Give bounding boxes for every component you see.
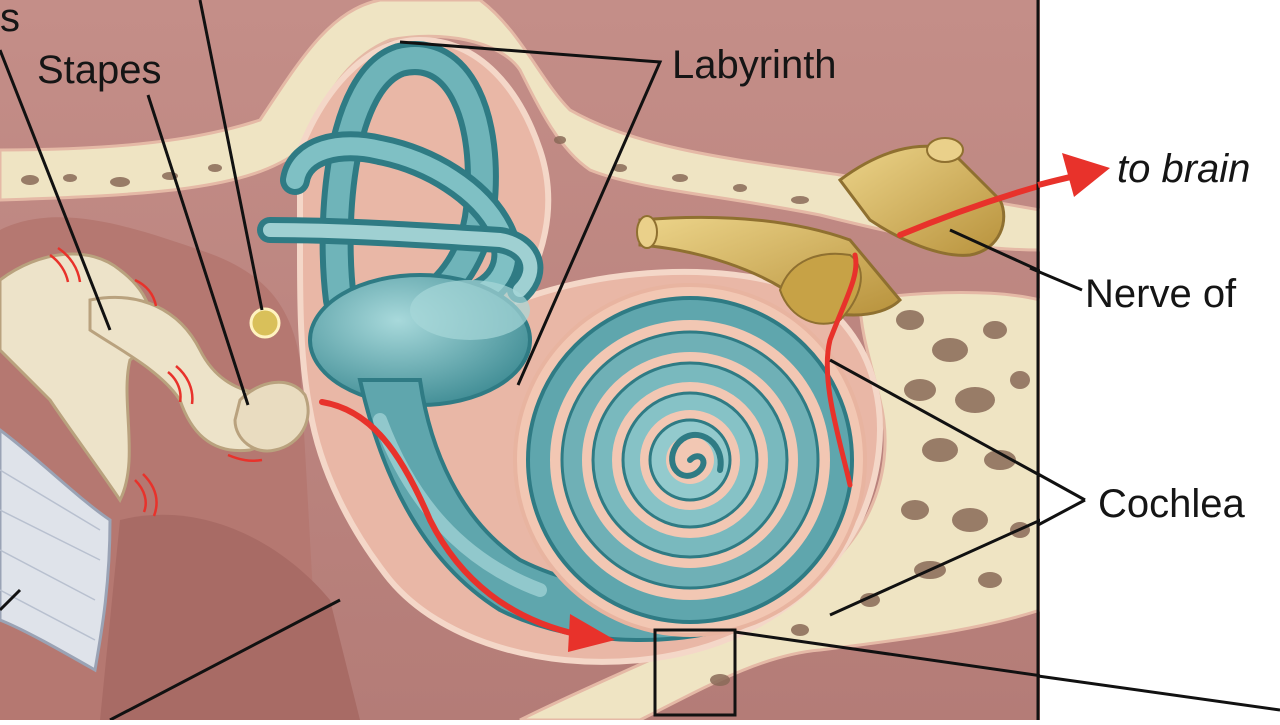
label-to-brain: to brain	[1117, 149, 1250, 189]
label-nerve: Nerve of	[1085, 274, 1236, 314]
vestibule-highlight	[410, 280, 530, 340]
round-window-dot	[251, 309, 279, 337]
cochlea-spiral	[515, 285, 865, 635]
label-labyrinth: Labyrinth	[672, 45, 837, 85]
partial-label-top-left: s	[0, 0, 20, 38]
label-cochlea: Cochlea	[1098, 484, 1245, 524]
label-panel	[1040, 0, 1280, 720]
label-stapes: Stapes	[37, 50, 162, 90]
